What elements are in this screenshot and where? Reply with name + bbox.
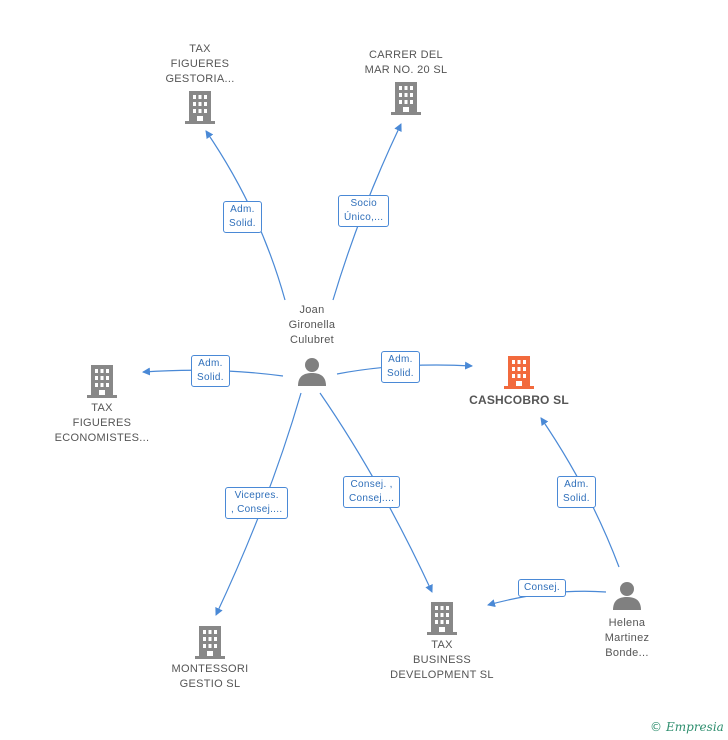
- building-icon: [391, 82, 421, 115]
- name-line: BUSINESS: [412, 654, 471, 666]
- person-name: Helena Martinez Bonde...: [605, 616, 650, 661]
- building-icon: [504, 356, 534, 389]
- relation-label-joan-cashcobro[interactable]: Adm. Solid.: [381, 351, 420, 383]
- building-icon: [87, 365, 117, 398]
- company-node-montessori-gestio[interactable]: MONTESSORI GESTIO SL: [150, 624, 270, 692]
- person-icon: [613, 582, 641, 610]
- name-line: GESTORIA...: [165, 73, 235, 85]
- building-icon: [185, 91, 215, 124]
- relation-line: Solid.: [229, 218, 256, 229]
- name-line: MONTESSORI: [171, 663, 249, 675]
- brand-name: Empresia: [666, 720, 724, 734]
- relation-label-joan-gestoria[interactable]: Adm. Solid.: [223, 201, 262, 233]
- person-icon: [298, 358, 326, 386]
- company-name: TAX BUSINESS DEVELOPMENT SL: [390, 638, 494, 683]
- relation-line: Solid.: [563, 493, 590, 504]
- relation-label-joan-carrer[interactable]: Socio Único,...: [338, 195, 390, 227]
- company-name: TAX FIGUERES ECONOMISTES...: [55, 401, 150, 446]
- company-node-tax-figueres-gestoria[interactable]: TAX FIGUERES GESTORIA...: [140, 42, 260, 125]
- name-line: Martinez: [604, 632, 650, 644]
- relation-line: , Consej....: [231, 504, 283, 515]
- name-line: Joan: [299, 304, 325, 316]
- building-icon: [427, 602, 457, 635]
- person-name: Joan Gironella Culubret: [289, 303, 336, 348]
- name-line: Helena: [608, 617, 646, 629]
- relation-line: Adm.: [564, 479, 589, 490]
- relation-line: Adm.: [198, 358, 223, 369]
- name-line: Culubret: [290, 334, 334, 346]
- name-line: CASHCOBRO SL: [469, 393, 569, 407]
- relation-label-joan-montessori[interactable]: Vicepres. , Consej....: [225, 487, 289, 519]
- company-name: CASHCOBRO SL: [469, 393, 569, 408]
- name-line: MAR NO. 20 SL: [364, 64, 448, 76]
- name-line: FIGUERES: [170, 58, 230, 70]
- relation-line: Vicepres.: [234, 490, 279, 501]
- company-node-cashcobro[interactable]: CASHCOBRO SL: [459, 354, 579, 408]
- relation-line: Consej.: [524, 582, 561, 593]
- relation-line: Consej....: [349, 493, 395, 504]
- relation-line: Solid.: [197, 372, 224, 383]
- person-node-joan-gironella[interactable]: Joan Gironella Culubret: [262, 303, 362, 386]
- company-node-carrer-del-mar[interactable]: CARRER DEL MAR NO. 20 SL: [346, 48, 466, 116]
- name-line: Gironella: [288, 319, 336, 331]
- relation-line: Socio: [350, 198, 377, 209]
- relation-line: Consej. ,: [350, 479, 393, 490]
- relation-line: Adm.: [388, 354, 413, 365]
- footer-brand[interactable]: © Empresia: [650, 720, 724, 734]
- building-icon: [195, 626, 225, 659]
- company-name: CARRER DEL MAR NO. 20 SL: [365, 48, 448, 78]
- relation-line: Solid.: [387, 368, 414, 379]
- name-line: TAX: [189, 43, 211, 55]
- name-line: TAX: [431, 639, 453, 651]
- name-line: ECONOMISTES...: [54, 432, 150, 444]
- company-node-tax-business-development[interactable]: TAX BUSINESS DEVELOPMENT SL: [380, 600, 504, 683]
- copyright-icon: ©: [650, 720, 662, 734]
- relation-label-helena-cashcobro[interactable]: Adm. Solid.: [557, 476, 596, 508]
- name-line: Bonde...: [605, 647, 649, 659]
- company-name: TAX FIGUERES GESTORIA...: [165, 42, 234, 87]
- relation-label-helena-business[interactable]: Consej.: [518, 579, 567, 597]
- company-name: MONTESSORI GESTIO SL: [172, 662, 249, 692]
- name-line: CARRER DEL: [369, 49, 443, 61]
- person-node-helena-martinez[interactable]: Helena Martinez Bonde...: [582, 580, 672, 661]
- name-line: FIGUERES: [72, 417, 132, 429]
- relation-line: Único,...: [344, 212, 384, 223]
- relation-label-joan-business[interactable]: Consej. , Consej....: [343, 476, 401, 508]
- name-line: GESTIO SL: [179, 678, 241, 690]
- name-line: DEVELOPMENT SL: [390, 669, 494, 681]
- relation-line: Adm.: [230, 204, 255, 215]
- relation-label-joan-economistes[interactable]: Adm. Solid.: [191, 355, 230, 387]
- company-node-tax-figueres-economistes[interactable]: TAX FIGUERES ECONOMISTES...: [40, 363, 164, 446]
- name-line: TAX: [91, 402, 113, 414]
